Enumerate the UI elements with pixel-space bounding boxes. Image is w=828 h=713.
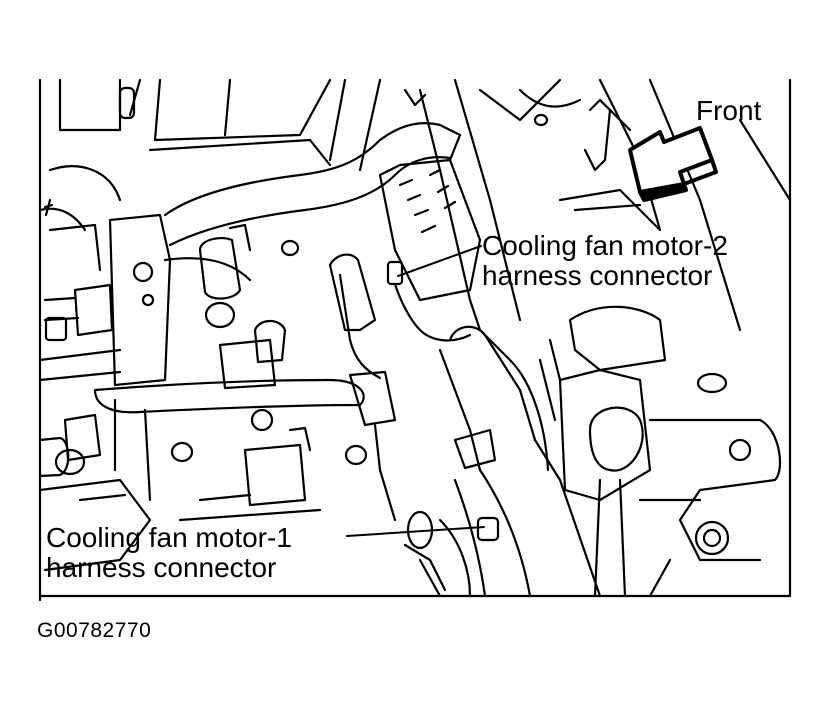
motor2-callout: Cooling fan motor-2 harness connector	[482, 231, 728, 291]
upper-hose	[118, 86, 462, 247]
motor1-callout-line2: harness connector	[46, 552, 277, 583]
engine-block-left	[38, 198, 172, 572]
motor1-leader	[346, 526, 485, 537]
motor1-callout: Cooling fan motor-1 harness connector	[46, 523, 292, 583]
lower-hoses	[418, 325, 602, 598]
motor2-leader	[397, 245, 482, 277]
motor1-callout-line1: Cooling fan motor-1	[46, 522, 292, 553]
background-structure	[38, 78, 792, 332]
motor2-connector	[328, 253, 472, 522]
front-label: Front	[696, 95, 762, 126]
motor1-connector	[403, 510, 500, 592]
motor2-callout-line1: Cooling fan motor-2	[482, 230, 728, 261]
fan-motor-bracket	[538, 305, 782, 598]
injector-group	[170, 223, 368, 522]
figure-id: G00782770	[37, 619, 152, 642]
reservoir	[378, 158, 482, 302]
fuel-rail	[93, 257, 365, 502]
front-arrow-icon	[583, 98, 718, 202]
drawing-frame	[38, 78, 792, 602]
motor2-callout-line2: harness connector	[482, 260, 713, 291]
leader-lines	[346, 245, 485, 537]
